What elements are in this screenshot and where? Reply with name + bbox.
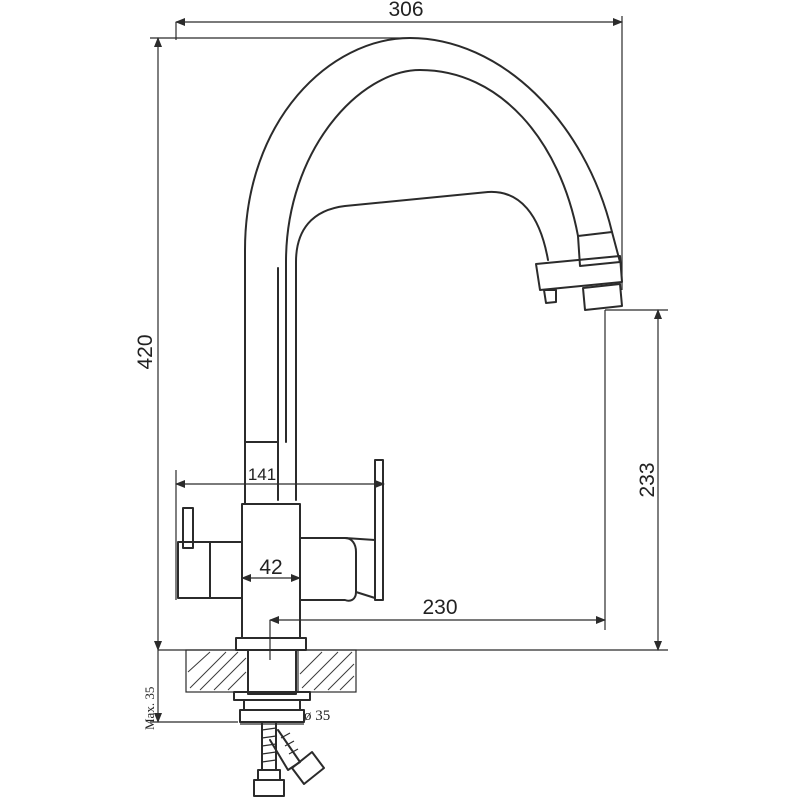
dimension-label-max-35: Max. 35 xyxy=(142,687,157,730)
faucet-spout xyxy=(244,37,623,505)
dimension-diameter-35: ø 35 xyxy=(240,708,330,725)
dimension-label-42: 42 xyxy=(259,556,282,579)
dimension-420: 420 xyxy=(134,37,410,651)
dimension-141: 141 xyxy=(175,465,385,600)
faucet-body xyxy=(177,503,307,660)
dimension-label-230: 230 xyxy=(422,596,457,619)
mounting-hardware: Max. 35 xyxy=(142,649,311,730)
dimension-306: 306 xyxy=(175,0,623,290)
dimension-label-141: 141 xyxy=(248,465,276,484)
dimension-42: 42 xyxy=(241,556,301,582)
countertop-section xyxy=(158,649,668,693)
dimension-label-233: 233 xyxy=(636,462,659,497)
dimension-233: 233 xyxy=(605,309,668,651)
faucet-lever-handle xyxy=(299,459,384,602)
dimension-label-420: 420 xyxy=(134,334,157,369)
dimension-label-306: 306 xyxy=(388,0,423,21)
dimension-label-diameter-35: ø 35 xyxy=(304,708,330,724)
dimension-230: 230 xyxy=(269,310,606,630)
supply-hoses xyxy=(253,721,325,797)
